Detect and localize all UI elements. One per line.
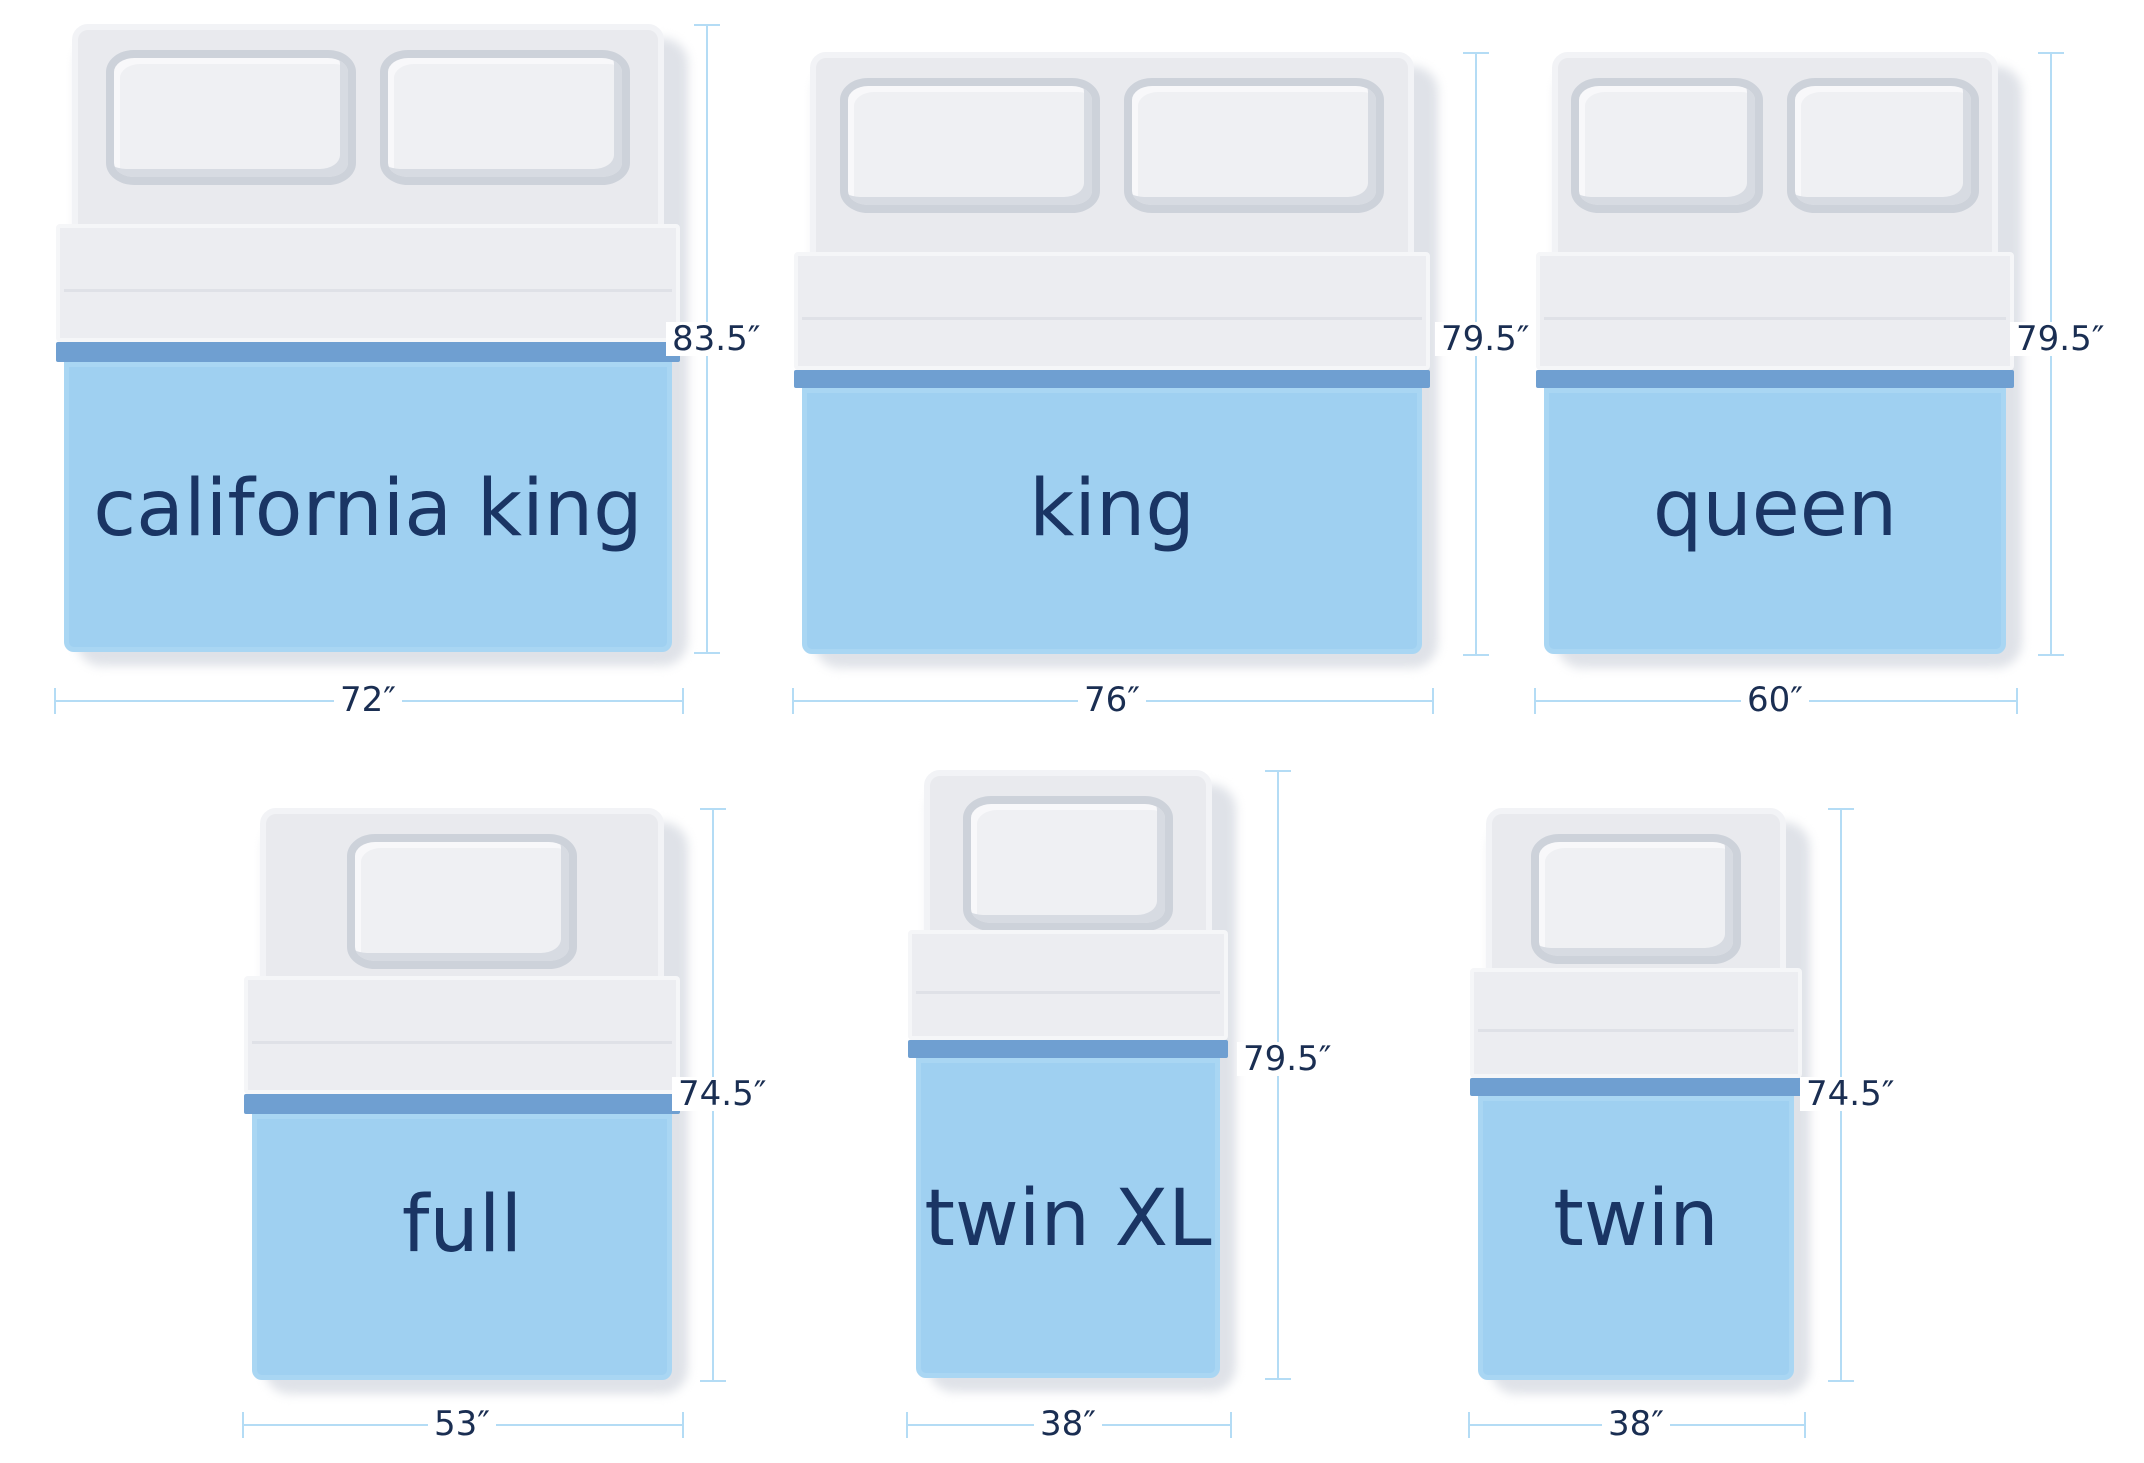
- dimension-tick: [682, 1412, 684, 1438]
- king-blanket-band: [794, 370, 1430, 388]
- dimension-tick: [694, 24, 720, 26]
- dimension-tick: [1534, 688, 1536, 714]
- bed-size-name: twin: [1553, 1174, 1719, 1264]
- dimension-tick: [1463, 52, 1489, 54]
- full-blanket-band: [244, 1094, 680, 1114]
- dimension-tick: [1828, 808, 1854, 810]
- pillow-icon: [840, 78, 1100, 213]
- dimension-tick: [1265, 1378, 1291, 1380]
- dimension-tick: [1468, 1412, 1470, 1438]
- length-label: 74.5″: [1800, 1077, 1901, 1111]
- dimension-tick: [1432, 688, 1434, 714]
- fold-line: [916, 990, 1220, 994]
- width-label: 38″: [1034, 1407, 1102, 1441]
- width-label: 72″: [334, 683, 402, 717]
- fold-line: [1544, 316, 2006, 320]
- length-label: 79.5″: [1237, 1042, 1338, 1076]
- dimension-tick: [1804, 1412, 1806, 1438]
- dimension-tick: [1265, 770, 1291, 772]
- pillow-icon: [347, 834, 577, 969]
- full-sheet-fold: [244, 976, 680, 1094]
- queen-blanket-band: [1536, 370, 2014, 388]
- fold-line: [1478, 1028, 1794, 1032]
- twin-blanket: [1478, 1096, 1794, 1380]
- california-king-sheet-fold: [56, 224, 680, 342]
- queen-sheet-fold: [1536, 252, 2014, 370]
- king-blanket: [802, 388, 1422, 654]
- width-label: 76″: [1078, 683, 1146, 717]
- full-blanket: [252, 1114, 672, 1380]
- pillow-icon: [106, 50, 356, 185]
- twin-xl-blanket: [916, 1058, 1220, 1378]
- twin-xl-sheet-fold: [908, 930, 1228, 1040]
- pillow-icon: [1124, 78, 1384, 213]
- dimension-tick: [694, 652, 720, 654]
- dimension-tick: [2016, 688, 2018, 714]
- dimension-tick: [2038, 654, 2064, 656]
- fold-line: [64, 288, 672, 292]
- twin-xl-blanket-band: [908, 1040, 1228, 1058]
- bed-size-name: king: [1029, 464, 1195, 554]
- pillow-icon: [380, 50, 630, 185]
- dimension-tick: [1828, 1380, 1854, 1382]
- dimension-tick: [1230, 1412, 1232, 1438]
- dimension-tick: [682, 688, 684, 714]
- california-king-blanket-band: [56, 342, 680, 362]
- width-label: 38″: [1602, 1407, 1670, 1441]
- dimension-tick: [2038, 52, 2064, 54]
- dimension-tick: [54, 688, 56, 714]
- king-sheet-fold: [794, 252, 1430, 370]
- pillow-icon: [1787, 78, 1979, 213]
- california-king-blanket: [64, 362, 672, 652]
- bed-size-name: twin XL: [924, 1174, 1212, 1264]
- bed-size-name: california king: [93, 464, 643, 554]
- fold-line: [802, 316, 1422, 320]
- twin-sheet-fold: [1470, 968, 1802, 1078]
- length-label: 79.5″: [1435, 322, 1536, 356]
- dimension-tick: [242, 1412, 244, 1438]
- pillow-icon: [1571, 78, 1763, 213]
- pillow-icon: [1531, 834, 1741, 964]
- length-label: 83.5″: [666, 322, 767, 356]
- bed-size-name: full: [401, 1180, 523, 1270]
- length-label: 79.5″: [2010, 322, 2111, 356]
- dimension-tick: [700, 808, 726, 810]
- width-label: 60″: [1741, 683, 1809, 717]
- dimension-tick: [1463, 654, 1489, 656]
- bed-size-name: queen: [1652, 464, 1898, 554]
- twin-blanket-band: [1470, 1078, 1802, 1096]
- length-label: 74.5″: [672, 1077, 773, 1111]
- dimension-tick: [700, 1380, 726, 1382]
- dimension-tick: [792, 688, 794, 714]
- dimension-tick: [906, 1412, 908, 1438]
- pillow-icon: [963, 796, 1173, 931]
- width-label: 53″: [428, 1407, 496, 1441]
- fold-line: [252, 1040, 672, 1044]
- queen-blanket: [1544, 388, 2006, 654]
